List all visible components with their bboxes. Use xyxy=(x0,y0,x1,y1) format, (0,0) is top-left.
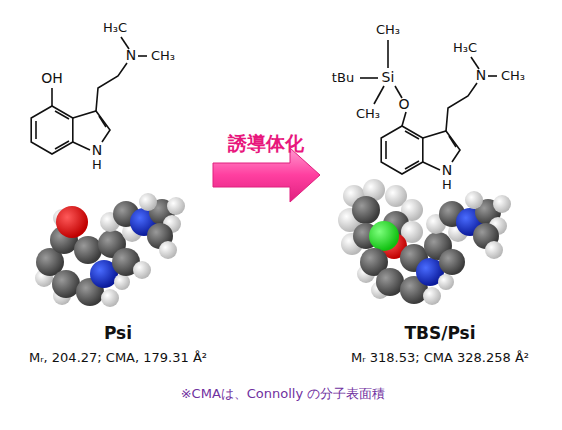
atom-label: N xyxy=(92,143,102,158)
structure-bonds xyxy=(31,37,497,174)
compound-data: Mᵣ, 204.27; CMA, 179.31 Å² xyxy=(29,351,207,365)
reaction-label: 誘導体化 xyxy=(228,133,304,154)
atom-label: O xyxy=(398,97,409,112)
atom-label: H₃C xyxy=(103,21,127,35)
atom-label: CH₃ xyxy=(376,23,400,37)
compound-data: Mᵣ 318.53; CMA 328.258 Å² xyxy=(351,351,529,365)
atom-label: tBu xyxy=(332,71,354,85)
footnote: ※CMAは、Connolly の分子表面積 xyxy=(181,387,386,401)
atom-label: N xyxy=(442,163,452,178)
atom-label: N xyxy=(126,48,136,63)
reaction-arrow xyxy=(213,148,320,202)
atom-label: CH₃ xyxy=(151,49,175,63)
atom-label: H xyxy=(442,178,452,192)
atom-label: H₃C xyxy=(453,41,477,55)
atom-label: OH xyxy=(41,71,63,86)
atom-label: Si xyxy=(382,70,395,85)
atom-label: CH₃ xyxy=(501,69,525,83)
space-filling-model-tbs-psi xyxy=(338,179,511,305)
compound-name: TBS/Psi xyxy=(404,324,475,343)
atom-label: CH₃ xyxy=(356,107,380,121)
compound-name: Psi xyxy=(104,324,132,343)
atom-label: H xyxy=(92,158,102,172)
atom-label: N xyxy=(476,68,486,83)
space-filling-model-psi xyxy=(35,193,185,307)
